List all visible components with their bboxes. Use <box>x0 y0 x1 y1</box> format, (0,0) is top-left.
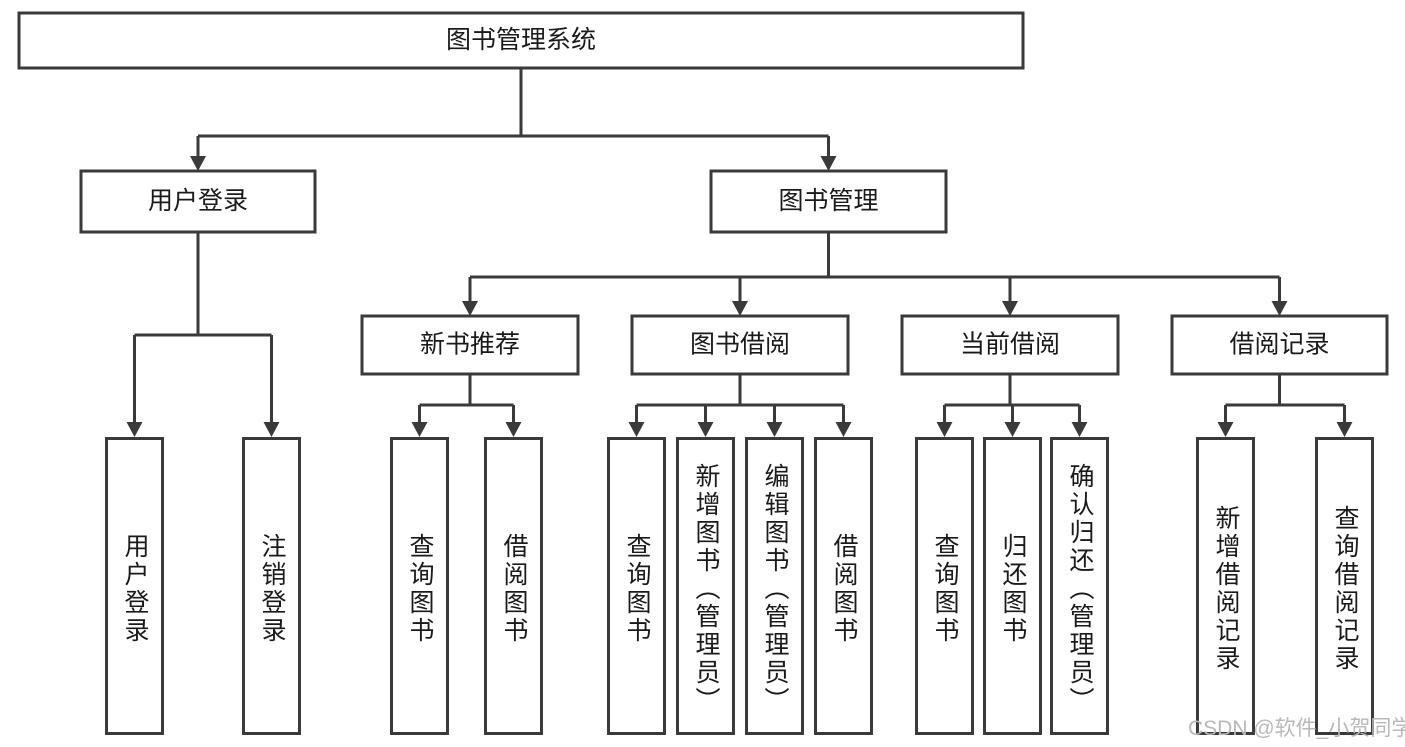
edge-book-management-to-current-borrow-arrowhead <box>1002 301 1018 316</box>
edge-current-borrow-to-leaf-return-book-arrowhead <box>1004 422 1021 437</box>
node-user-login-rect <box>79 169 317 234</box>
leaf-box-borrow-book[interactable]: 借阅图书 <box>814 437 873 735</box>
node-book-borrow-rect <box>630 314 850 376</box>
node-current-borrow[interactable]: 当前借阅 <box>900 314 1120 376</box>
edge-book-management-to-book-borrow-arrowhead <box>732 301 748 316</box>
edge-book-management-to-new-book-recommend-arrowhead <box>462 301 478 316</box>
edge-user-login-to-leaf-user-login-arrowhead <box>126 422 143 437</box>
leaf-label-logout-login: 注销登录 <box>258 533 286 645</box>
node-book-management-label: 图书管理 <box>778 187 878 215</box>
edge-book-borrow-to-leaf-borrow-book-arrowhead <box>835 422 852 437</box>
node-book-borrow-label: 图书借阅 <box>690 331 790 359</box>
leaf-box-add-book[interactable]: 新增图书（管理员） <box>676 437 735 735</box>
leaf-box-logout-login[interactable]: 注销登录 <box>242 437 301 735</box>
connector-edges <box>126 68 1353 437</box>
node-user-login[interactable]: 用户登录 <box>79 169 317 234</box>
edge-user-login-to-leaf-logout-login-arrowhead <box>263 422 280 437</box>
node-user-login-label: 用户登录 <box>148 187 248 215</box>
leaf-label-edit-book: 编辑图书（管理员） <box>761 463 789 715</box>
leaf-box-user-login[interactable]: 用户登录 <box>105 437 164 735</box>
node-new-book-recommend-rect <box>360 314 580 376</box>
node-borrow-record[interactable]: 借阅记录 <box>1170 314 1389 376</box>
node-new-book-recommend-label: 新书推荐 <box>420 331 520 359</box>
node-root[interactable]: 图书管理系统 <box>17 11 1025 70</box>
leaf-box-return-book[interactable]: 归还图书 <box>983 437 1042 735</box>
edge-book-management-to-borrow-record-arrowhead <box>1271 301 1288 316</box>
leaf-label-user-login: 用户登录 <box>121 533 149 645</box>
leaf-box-add-borrow-record[interactable]: 新增借阅记录 <box>1196 437 1255 735</box>
edge-new-book-recommend-to-leaf-query-book-new-arrowhead <box>411 422 428 437</box>
edge-root-to-book-management-arrowhead <box>820 156 837 171</box>
leaf-box-edit-book[interactable]: 编辑图书（管理员） <box>745 437 804 735</box>
node-new-book-recommend[interactable]: 新书推荐 <box>360 314 580 376</box>
leaf-box-query-book-current[interactable]: 查询图书 <box>915 437 974 735</box>
node-book-management[interactable]: 图书管理 <box>709 169 948 234</box>
leaf-box-query-book-new[interactable]: 查询图书 <box>390 437 449 735</box>
leaf-box-borrow-book-new[interactable]: 借阅图书 <box>484 437 543 735</box>
edge-current-borrow-to-leaf-query-book-current-arrowhead <box>936 422 953 437</box>
edge-book-borrow-to-leaf-add-book-arrowhead <box>697 422 714 437</box>
node-borrow-record-label: 借阅记录 <box>1229 331 1329 359</box>
edge-current-borrow-to-leaf-confirm-return-arrowhead <box>1071 422 1088 437</box>
edge-borrow-record-to-leaf-query-borrow-record-arrowhead <box>1336 422 1353 437</box>
leaf-box-query-book-borrow[interactable]: 查询图书 <box>607 437 666 735</box>
edge-book-borrow-to-leaf-query-book-borrow-arrowhead <box>628 422 645 437</box>
node-book-borrow[interactable]: 图书借阅 <box>630 314 850 376</box>
node-current-borrow-rect <box>900 314 1120 376</box>
leaf-label-add-borrow-record: 新增借阅记录 <box>1212 505 1240 673</box>
leaf-label-add-book: 新增图书（管理员） <box>692 463 720 715</box>
leaf-label-borrow-book: 借阅图书 <box>830 533 858 645</box>
leaf-box-confirm-return[interactable]: 确认归还（管理员） <box>1050 437 1109 735</box>
leaf-box-query-borrow-record[interactable]: 查询借阅记录 <box>1315 437 1374 735</box>
node-current-borrow-label: 当前借阅 <box>960 331 1060 359</box>
leaf-label-return-book: 归还图书 <box>999 533 1027 645</box>
edge-new-book-recommend-to-leaf-borrow-book-new-arrowhead <box>505 422 522 437</box>
node-root-rect <box>17 11 1025 70</box>
node-root-label: 图书管理系统 <box>446 26 596 54</box>
leaf-label-query-book-new: 查询图书 <box>406 533 434 645</box>
leaf-label-borrow-book-new: 借阅图书 <box>500 533 528 645</box>
edge-borrow-record-to-leaf-add-borrow-record-arrowhead <box>1217 422 1234 437</box>
leaf-label-confirm-return: 确认归还（管理员） <box>1066 463 1094 715</box>
leaf-label-query-book-current: 查询图书 <box>931 533 959 645</box>
node-book-management-rect <box>709 169 948 234</box>
edge-book-borrow-to-leaf-edit-book-arrowhead <box>766 422 783 437</box>
leaf-label-query-borrow-record: 查询借阅记录 <box>1331 505 1359 673</box>
node-borrow-record-rect <box>1170 314 1389 376</box>
leaf-label-query-book-borrow: 查询图书 <box>623 533 651 645</box>
edge-root-to-user-login-arrowhead <box>190 156 206 171</box>
